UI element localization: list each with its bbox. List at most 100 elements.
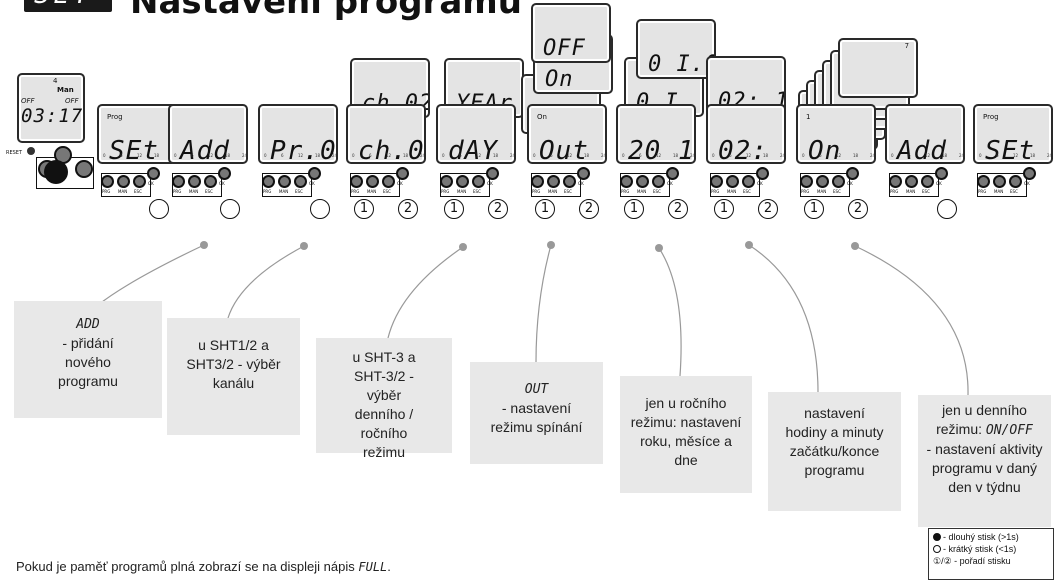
step-segment: SEt I [109,136,175,164]
scale-tick: 24 [780,153,786,158]
ok-label: OK [578,181,584,186]
order-2-mark: 2 [488,199,508,219]
ok-button[interactable] [577,167,590,180]
man-button[interactable] [816,175,829,188]
ok-label: OK [309,181,315,186]
esc-button[interactable] [204,175,217,188]
ok-button[interactable] [666,167,679,180]
ok-button[interactable] [218,167,231,180]
scale-tick: 12 [208,153,214,158]
ok-button[interactable] [846,167,859,180]
order-1-mark: 1 [804,199,824,219]
scale-tick: 0 [712,153,715,158]
legend-short: - krátký stisk (<1s) [943,544,1017,554]
man-button[interactable] [726,175,739,188]
scale-tick: 12 [1013,153,1019,158]
callout-out-text: - nastavení režimu spínání [490,400,583,435]
order-1-mark: 1 [354,199,374,219]
prg-button[interactable] [977,175,990,188]
esc-button[interactable] [472,175,485,188]
order-2-mark: 2 [848,199,868,219]
long-press-dot [44,160,68,184]
scale-tick: 18 [403,153,409,158]
man-button[interactable] [366,175,379,188]
legend-order: - pořadí stisku [954,556,1011,566]
reset-button[interactable] [27,147,35,155]
man-label: MAN [994,189,1004,194]
step-segment: Add [180,136,230,164]
esc-button[interactable] [1009,175,1022,188]
esc-button[interactable] [921,175,934,188]
esc-button[interactable] [832,175,845,188]
man-label: MAN [727,189,737,194]
step-tag: On [537,113,547,121]
callout-mode-text: u SHT-3 a SHT-3/2 - výběr denního / ročn… [352,349,416,460]
scale-tick: 18 [225,153,231,158]
esc-button[interactable] [133,175,146,188]
esc-button[interactable] [652,175,665,188]
start-display-number: 4 [53,77,58,85]
ok-button[interactable] [147,167,160,180]
start-ok-button[interactable] [75,160,93,178]
ok-button[interactable] [935,167,948,180]
callout-date-text: jen u ročního režimu: nastavení roku, mě… [630,395,742,468]
prg-button[interactable] [800,175,813,188]
prg-button[interactable] [262,175,275,188]
man-button[interactable] [188,175,201,188]
man-label: MAN [118,189,128,194]
prg-button[interactable] [531,175,544,188]
footnote-text: Pokud je paměť programů plná zobrazí se … [16,559,355,574]
esc-button[interactable] [382,175,395,188]
ok-button[interactable] [486,167,499,180]
prg-button[interactable] [440,175,453,188]
order-1-mark: 1 [535,199,555,219]
ok-button[interactable] [1023,167,1036,180]
scale-tick: 6 [120,153,123,158]
esc-label: ESC [922,189,930,194]
man-button[interactable] [993,175,1006,188]
short-press-icon [933,545,941,553]
esc-button[interactable] [563,175,576,188]
esc-button[interactable] [294,175,307,188]
prg-button[interactable] [710,175,723,188]
ok-button[interactable] [396,167,409,180]
prg-button[interactable] [172,175,185,188]
scale-tick: 24 [601,153,607,158]
scale-tick: 0 [979,153,982,158]
set-badge-text: SET I [34,0,89,40]
callout-date: jen u ročního režimu: nastavení roku, mě… [620,376,752,493]
ok-button[interactable] [756,167,769,180]
step-tag: Prog [107,113,123,121]
callout-add-code: ADD [76,317,100,332]
page-title: Nastavení programu [130,0,522,22]
prg-button[interactable] [350,175,363,188]
callout-week-code: ON/OFF [985,423,1033,438]
start-display-off-right: OFF [65,97,79,105]
man-button[interactable] [547,175,560,188]
prg-button[interactable] [620,175,633,188]
scale-tick: 6 [459,153,462,158]
scale-tick: 24 [959,153,965,158]
man-button[interactable] [117,175,130,188]
prg-button[interactable] [101,175,114,188]
esc-button[interactable] [742,175,755,188]
prg-button[interactable] [889,175,902,188]
esc-label: ESC [653,189,661,194]
esc-label: ESC [473,189,481,194]
man-button[interactable] [905,175,918,188]
ok-button[interactable] [308,167,321,180]
scale-tick: 12 [925,153,931,158]
scale-tick: 0 [442,153,445,158]
man-button[interactable] [278,175,291,188]
esc-label: ESC [1010,189,1018,194]
ok-label: OK [487,181,493,186]
man-button[interactable] [636,175,649,188]
ok-label: OK [1024,181,1030,186]
scale-tick: 24 [510,153,516,158]
man-button[interactable] [456,175,469,188]
